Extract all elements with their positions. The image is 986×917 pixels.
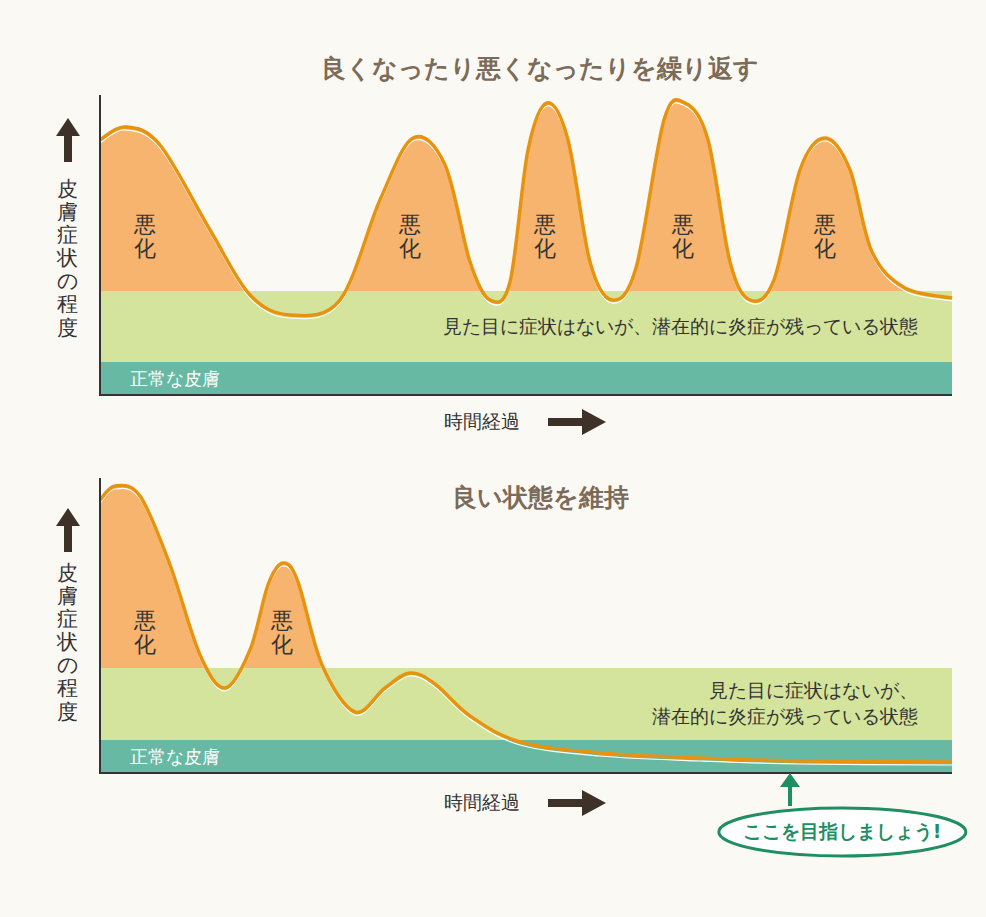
flare-area xyxy=(100,100,952,291)
flare-label: 悪化 xyxy=(267,606,297,660)
callout-text: ここを目指しましょう! xyxy=(743,819,942,845)
right-arrow xyxy=(548,409,606,435)
curve-highlight xyxy=(100,488,952,765)
symptom-curve xyxy=(100,485,952,762)
normal-skin-band: 正常な皮膚 xyxy=(100,362,952,395)
latent-inflammation-band: 見た目に症状はないが、潜在的に炎症が残っている状態 xyxy=(100,291,952,362)
band-fill xyxy=(100,362,952,395)
band-fill xyxy=(100,291,952,362)
band-text: 正常な皮膚 xyxy=(130,745,220,769)
axis-line xyxy=(100,478,952,773)
flare-label: 悪化 xyxy=(130,210,160,264)
chart-title: 良い状態を維持 xyxy=(452,481,629,514)
axis-line xyxy=(100,95,952,395)
axis-label: 皮膚症状の程度 xyxy=(57,562,78,724)
symptom-curve xyxy=(100,100,952,316)
curve-highlight xyxy=(100,103,952,319)
axis-label: 時間経過 xyxy=(444,409,520,435)
band-fill xyxy=(100,668,952,740)
normal-skin-band: 正常な皮膚 xyxy=(100,740,952,773)
band-text: 見た目に症状はないが、 潜在的に炎症が残っている状態 xyxy=(588,678,918,729)
flare-text: 悪化 xyxy=(814,213,836,261)
up-arrow xyxy=(56,508,80,552)
chart-title: 良くなったり悪くなったりを繰り返す xyxy=(321,52,759,85)
pointer-arrow xyxy=(780,773,800,806)
band-text: 見た目に症状はないが、潜在的に炎症が残っている状態 xyxy=(443,314,918,340)
flare-text: 悪化 xyxy=(134,609,156,657)
up-arrow xyxy=(56,118,80,162)
axis-label: 時間経過 xyxy=(444,790,520,816)
flare-label: 悪化 xyxy=(395,210,425,264)
right-arrow xyxy=(548,790,606,816)
flare-label: 悪化 xyxy=(668,210,698,264)
flare-text: 悪化 xyxy=(672,213,694,261)
flare-text: 悪化 xyxy=(134,213,156,261)
flare-text: 悪化 xyxy=(399,213,421,261)
axis-label: 皮膚症状の程度 xyxy=(57,178,78,340)
latent-inflammation-band: 見た目に症状はないが、 潜在的に炎症が残っている状態 xyxy=(100,668,952,740)
flare-text: 悪化 xyxy=(271,609,293,657)
flare-area xyxy=(100,485,952,668)
band-text: 正常な皮膚 xyxy=(130,367,220,391)
flare-label: 悪化 xyxy=(130,606,160,660)
flare-text: 悪化 xyxy=(534,213,556,261)
flare-label: 悪化 xyxy=(530,210,560,264)
callout-ellipse: ここを目指しましょう! xyxy=(715,806,970,858)
flare-label: 悪化 xyxy=(810,210,840,264)
